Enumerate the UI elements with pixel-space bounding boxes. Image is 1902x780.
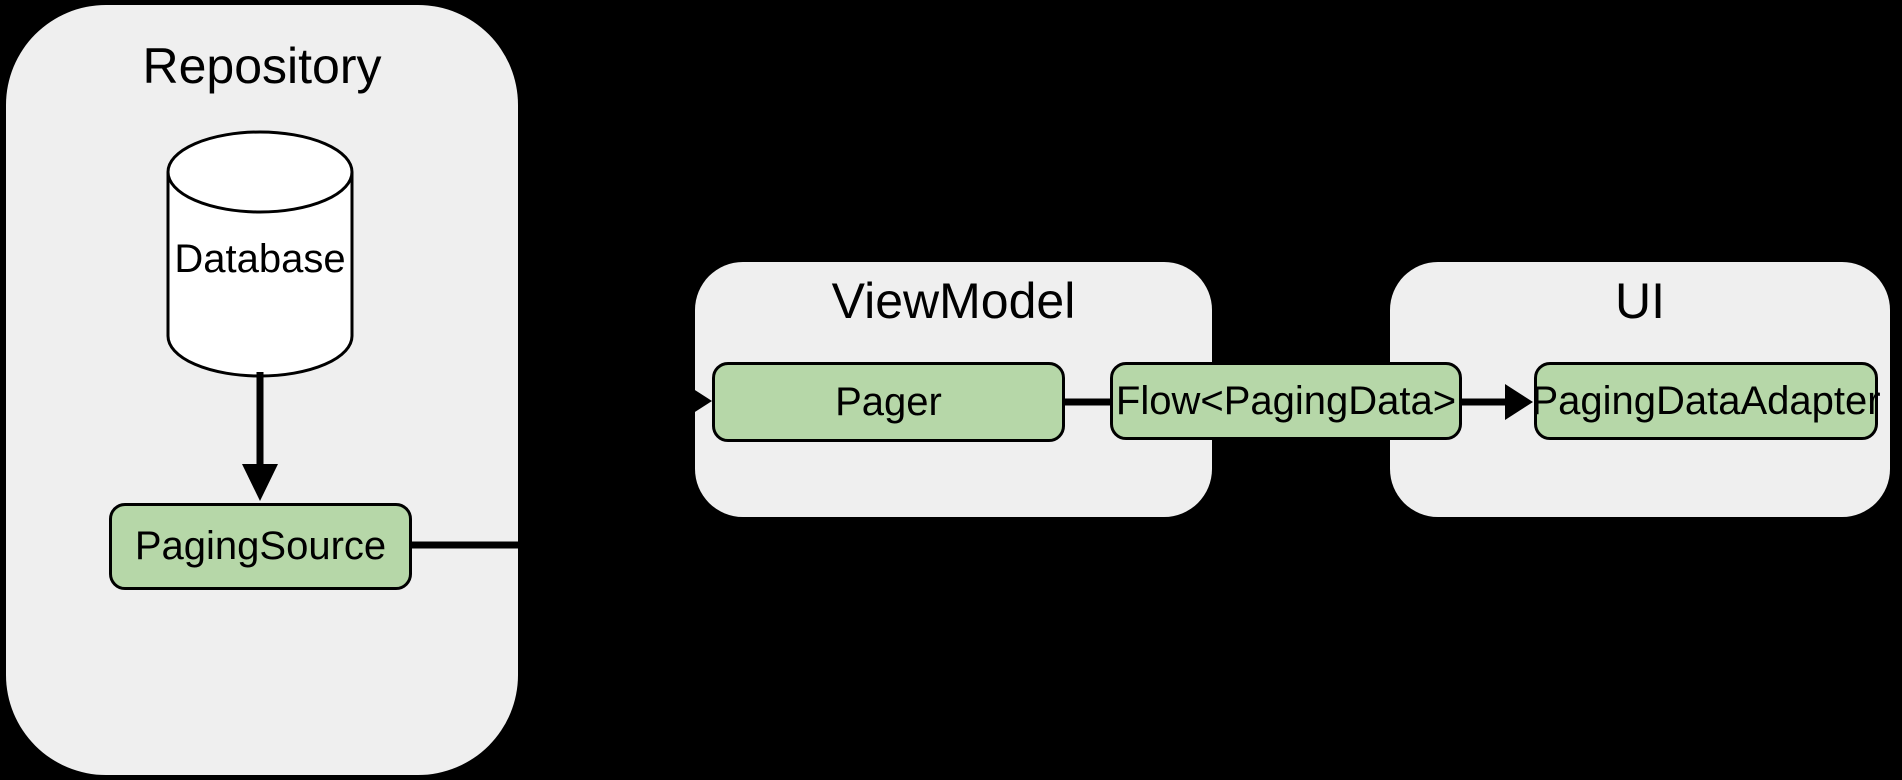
paging-data-adapter-label: PagingDataAdapter [1531,378,1881,423]
pager-node: Pager [712,362,1065,442]
database-label: Database [174,237,346,281]
flow-pagingdata-node: Flow<PagingData> [1110,362,1462,440]
pager-label: Pager [835,379,942,424]
paging-source-label: PagingSource [134,524,387,568]
repository-container: Repository [6,5,518,775]
repository-title: Repository [142,38,382,94]
ui-title: UI [1615,273,1665,329]
paging-data-adapter-node: PagingDataAdapter [1531,362,1881,440]
database-cylinder-icon [166,130,354,378]
viewmodel-title: ViewModel [831,273,1076,329]
flow-pagingdata-label: Flow<PagingData> [1115,378,1457,423]
cylinder-top [166,130,354,214]
paging-source-node: PagingSource [109,503,412,590]
